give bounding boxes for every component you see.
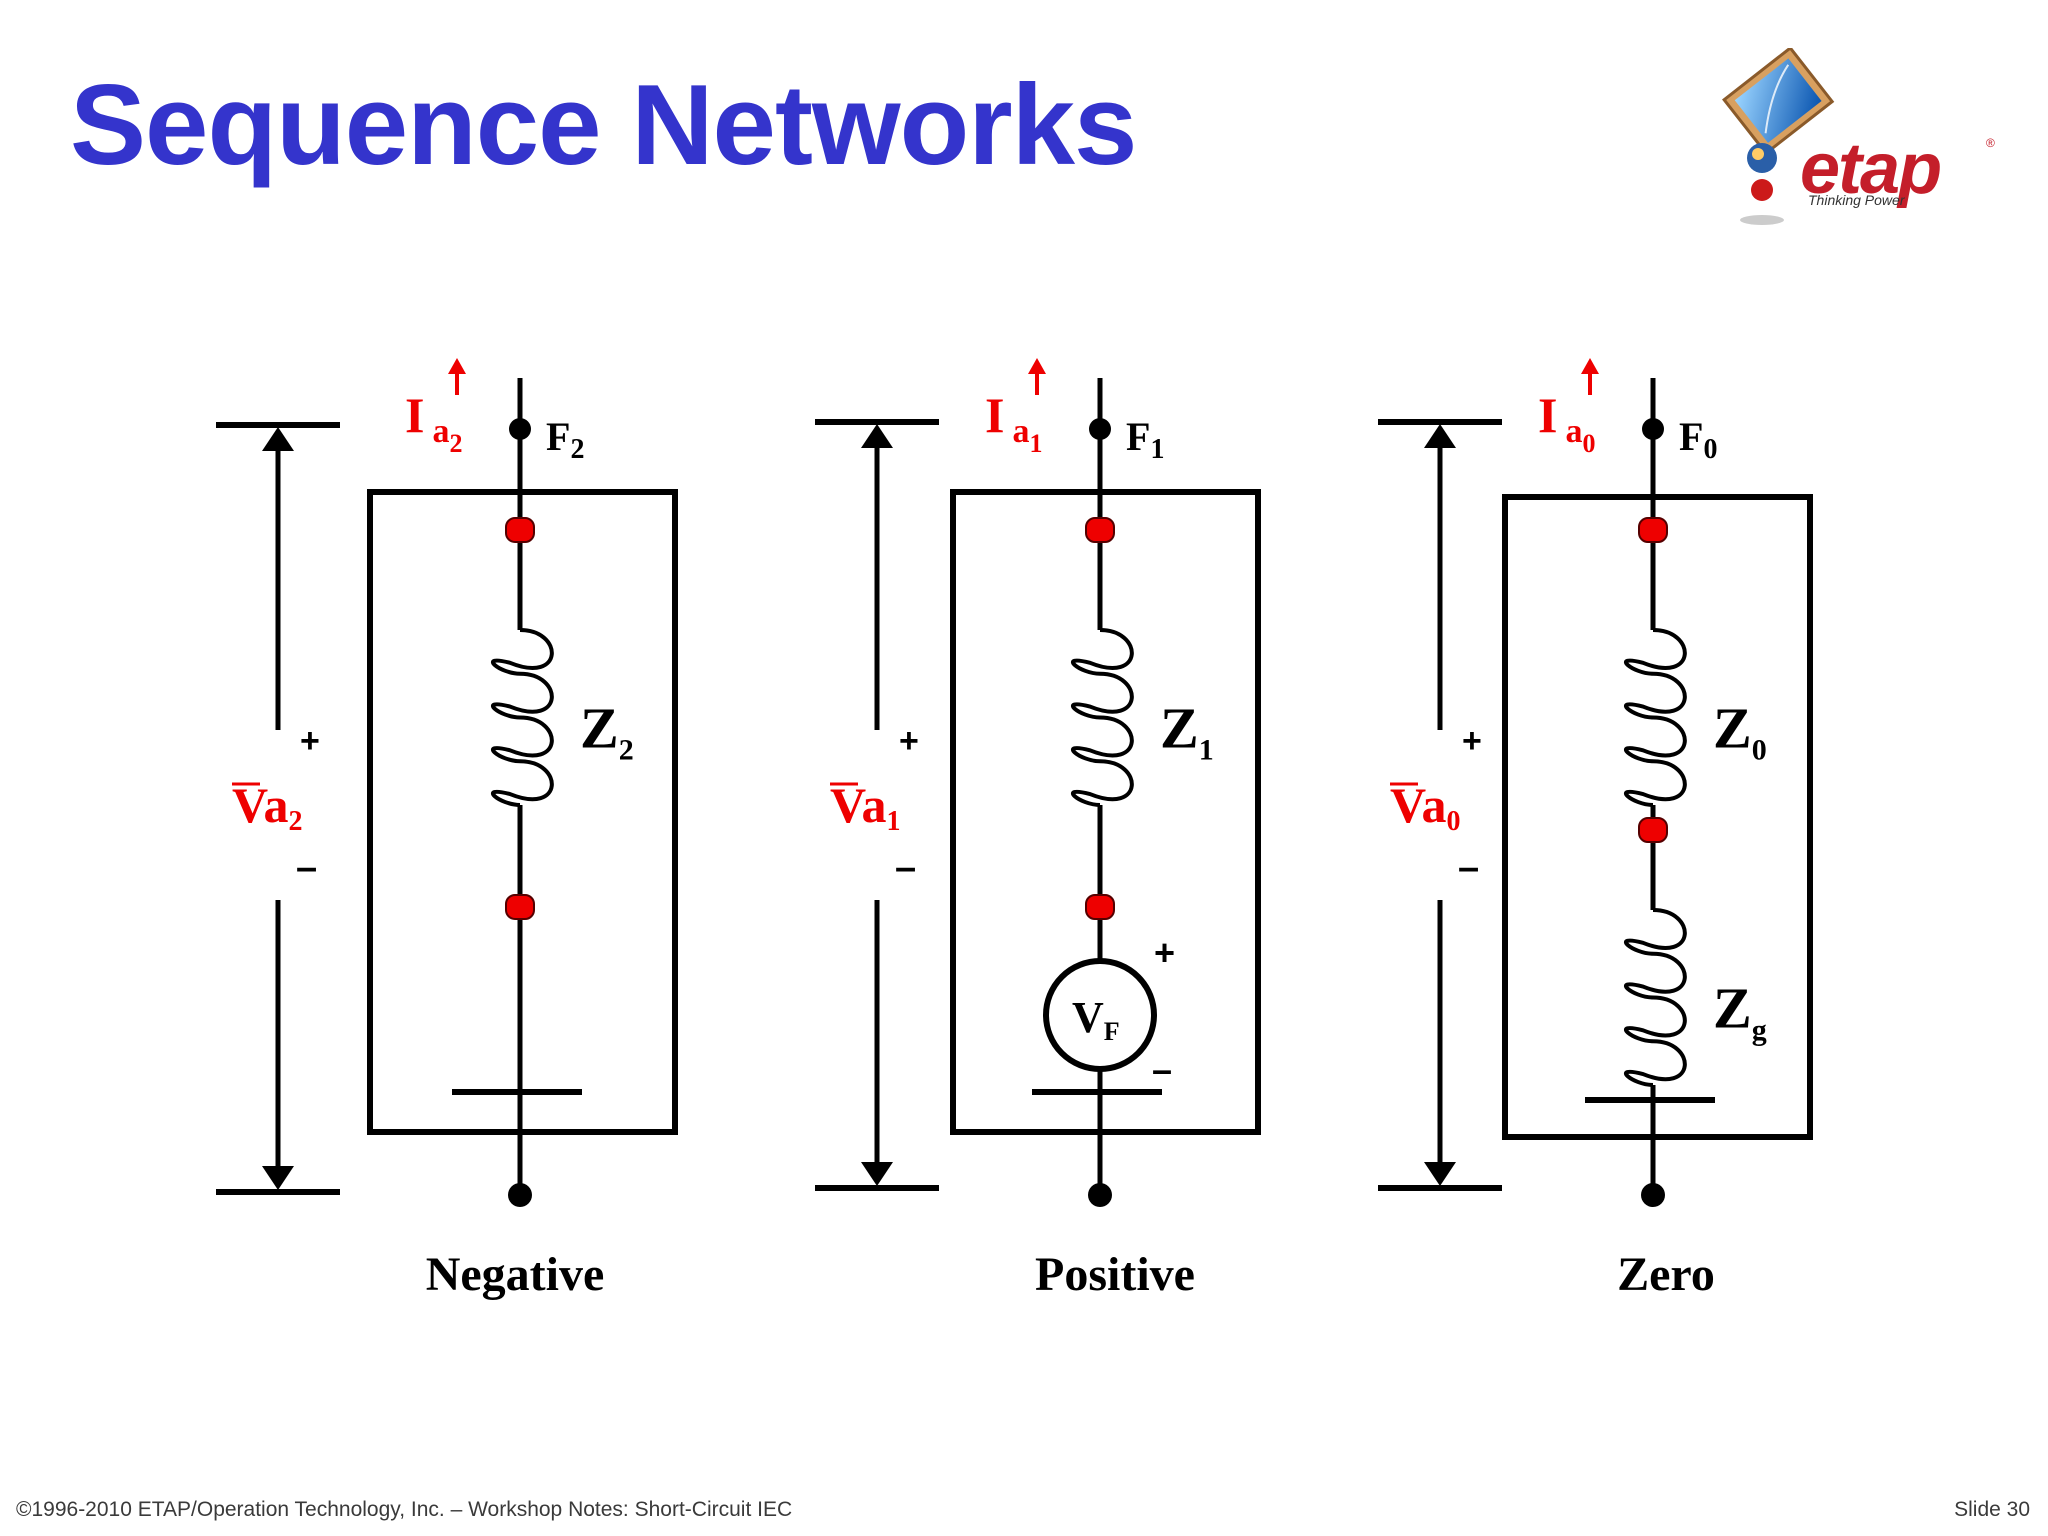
fault-label: F0 — [1679, 414, 1717, 465]
inductor-coil — [491, 628, 554, 807]
voltage-plus: + — [1462, 722, 1482, 760]
voltage-source — [1043, 958, 1157, 1072]
current-arrow-icon — [1028, 358, 1046, 374]
current-arrow-icon — [1581, 358, 1599, 374]
source-minus: – — [1152, 1049, 1172, 1090]
ground-terminal — [1088, 1183, 1112, 1207]
node-top — [1085, 517, 1115, 543]
logo-tagline: Thinking Power — [1808, 192, 1905, 208]
ground-terminal — [508, 1183, 532, 1207]
voltage-arrow-down-icon — [1424, 1162, 1456, 1186]
node-bottom — [505, 894, 535, 920]
voltage-label: Va2 — [232, 777, 303, 837]
voltage-plus: + — [300, 722, 320, 760]
impedance-label-main: Z1 — [1160, 696, 1214, 767]
node-top — [505, 517, 535, 543]
footer-slide-number: Slide 30 — [1954, 1498, 2030, 1521]
fault-label: F2 — [546, 414, 584, 465]
voltage-minus: – — [296, 847, 317, 889]
logo-registered: ® — [1986, 136, 1995, 150]
node-top — [1638, 517, 1668, 543]
etap-logo: etap ® Thinking Power — [1700, 45, 2000, 238]
network-box — [950, 489, 1261, 1135]
node-mid — [1638, 817, 1668, 843]
logo-graphic-icon — [1722, 45, 1835, 225]
footer-copyright: ©1996-2010 ETAP/Operation Technology, In… — [16, 1498, 793, 1521]
network-name: Positive — [1035, 1248, 1195, 1301]
network-name: Zero — [1617, 1248, 1715, 1301]
impedance-label-ground: Zg — [1713, 976, 1767, 1047]
voltage-arrow-down-icon — [861, 1162, 893, 1186]
fault-point — [1642, 418, 1664, 440]
voltage-minus: – — [895, 847, 916, 889]
voltage-arrow-up-icon — [861, 424, 893, 448]
voltage-plus: + — [899, 722, 919, 760]
inductor-coil — [1624, 628, 1687, 807]
voltage-label: Va0 — [1390, 777, 1461, 837]
voltage-arrow-down-icon — [262, 1166, 294, 1190]
impedance-label-main: Z0 — [1713, 696, 1767, 767]
fault-point — [1089, 418, 1111, 440]
logo-word: etap — [1800, 129, 1942, 209]
voltage-arrow-up-icon — [262, 427, 294, 451]
inductor-coil — [1624, 908, 1687, 1087]
slide-title: Sequence Networks — [70, 62, 1137, 189]
source-plus: + — [1154, 932, 1175, 973]
current-arrow-icon — [448, 358, 466, 374]
voltage-minus: – — [1458, 847, 1479, 889]
inductor-coil — [1071, 628, 1134, 807]
network-name: Negative — [426, 1248, 605, 1301]
voltage-arrow-up-icon — [1424, 424, 1456, 448]
source-label: VF — [1072, 993, 1120, 1046]
fault-point — [509, 418, 531, 440]
fault-label: F1 — [1126, 414, 1164, 465]
impedance-label-main: Z2 — [580, 696, 634, 767]
node-bottom — [1085, 894, 1115, 920]
ground-terminal — [1641, 1183, 1665, 1207]
network-box — [1502, 494, 1813, 1140]
voltage-label: Va1 — [830, 777, 901, 837]
